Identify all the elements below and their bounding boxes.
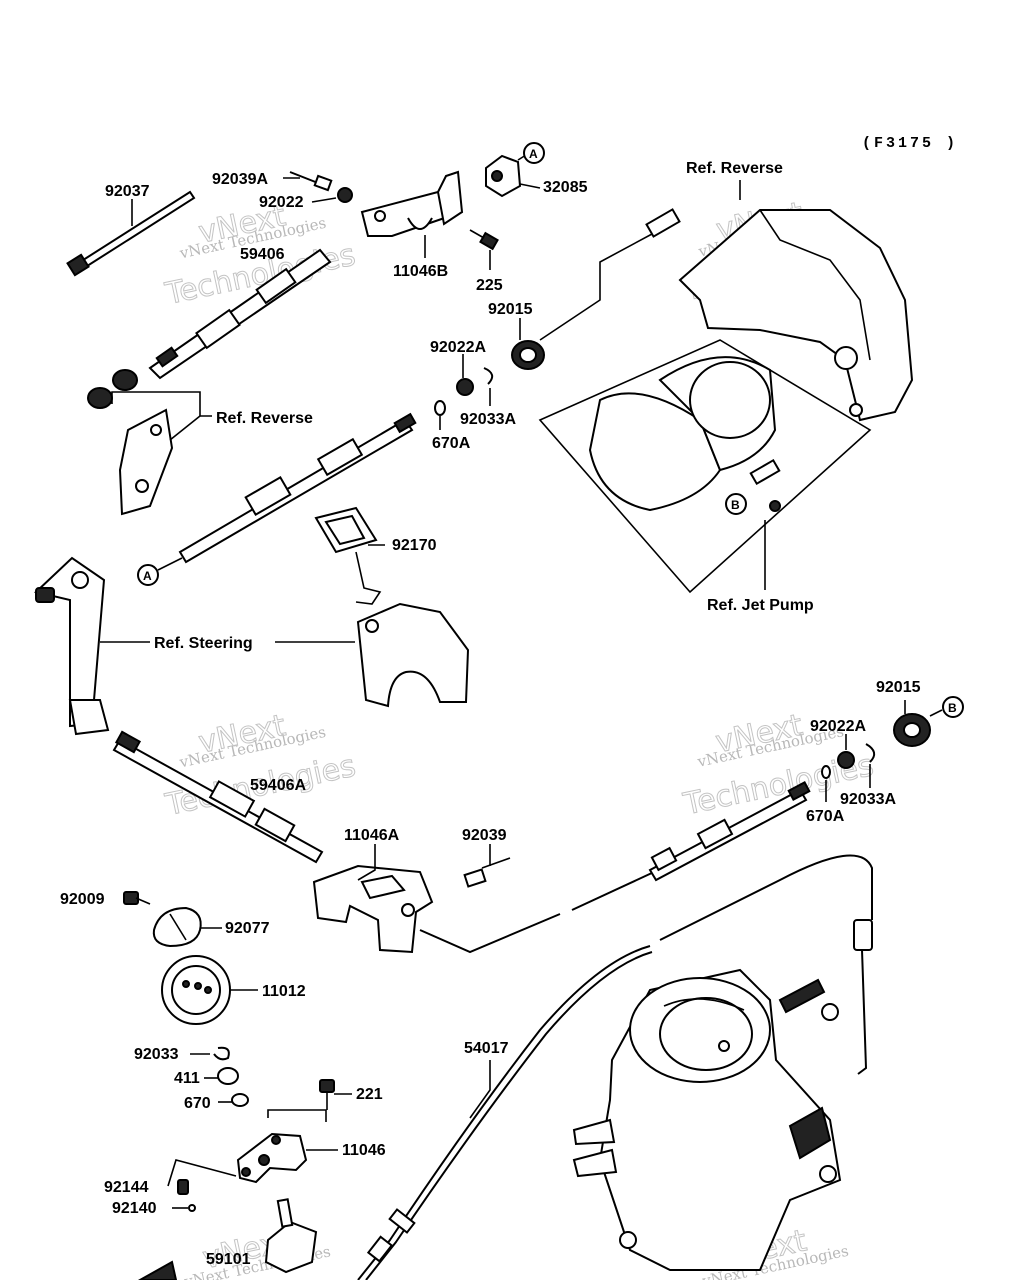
label-92033A-top: 92033A (460, 411, 516, 428)
reverse-pivot-bolt (645, 208, 681, 238)
label-59406A: 59406A (250, 777, 306, 794)
label-92039A: 92039A (212, 171, 268, 188)
svg-text:A: A (143, 569, 152, 583)
bolt-225 (469, 229, 499, 251)
plate-11012 (161, 955, 231, 1025)
label-59406: 59406 (240, 246, 285, 263)
ball-92140 (188, 1204, 196, 1212)
cable-59406 (148, 248, 332, 380)
oring-670A-top (434, 400, 446, 416)
reverse-linkage-left (87, 369, 174, 516)
label-92039: 92039 (462, 827, 507, 844)
diagram-code: (F3175 ) (862, 135, 958, 152)
label-ref-jet-pump: Ref. Jet Pump (707, 597, 814, 614)
leader-92022 (311, 197, 337, 203)
label-92022: 92022 (259, 194, 304, 211)
cable-54017 (357, 945, 653, 1280)
label-411: 411 (174, 1070, 200, 1087)
label-59101: 59101 (206, 1251, 251, 1268)
clip-92033A-mid (865, 743, 876, 763)
clamp-92170 (314, 506, 382, 605)
label-11046B: 11046B (393, 263, 448, 280)
nut-92015-top (511, 340, 545, 370)
pin-92039A (289, 171, 333, 192)
label-225: 225 (476, 277, 503, 294)
cable-upper-a (178, 412, 417, 564)
leader-11046A (357, 844, 376, 881)
label-92033: 92033 (134, 1046, 179, 1063)
label-11046: 11046 (342, 1142, 386, 1159)
switch-59101 (137, 1198, 318, 1280)
leader-ref-reverse-link (539, 233, 653, 341)
steering-arm (33, 556, 110, 736)
label-92015-mid: 92015 (876, 679, 921, 696)
washer-92022 (337, 187, 353, 203)
label-92015-top: 92015 (488, 301, 533, 318)
label-ref-reverse-top: Ref. Reverse (686, 160, 783, 177)
label-92022A-top: 92022A (430, 339, 486, 356)
washer-92022A-top (456, 378, 474, 396)
steering-saddle (356, 602, 470, 708)
jet-pump (538, 339, 872, 594)
leader-ref-reverse-left (111, 391, 212, 417)
screw-92009 (123, 891, 151, 905)
label-92077: 92077 (225, 920, 270, 937)
label-221: 221 (356, 1086, 383, 1103)
bracket-11046A (312, 864, 434, 954)
screw-221 (319, 1079, 335, 1110)
label-92170: 92170 (392, 537, 437, 554)
marker-a-top: A (517, 142, 545, 164)
oring-670 (231, 1093, 249, 1107)
label-670A-top: 670A (432, 435, 471, 452)
label-32085: 32085 (543, 179, 588, 196)
knob-92077 (152, 906, 202, 948)
leader-32085 (519, 183, 541, 189)
label-92022A-mid: 92022A (810, 718, 866, 735)
label-92009: 92009 (60, 891, 105, 908)
svg-text:B: B (731, 498, 740, 512)
label-ref-reverse-left: Ref. Reverse (216, 410, 313, 427)
cable-tie-92037 (66, 190, 196, 277)
spring-92144 (177, 1179, 189, 1195)
carburetor (572, 968, 842, 1271)
washer-411 (217, 1067, 239, 1085)
clip-92033 (213, 1046, 230, 1061)
lever-11046 (236, 1132, 308, 1184)
reverse-bucket (678, 209, 914, 422)
bracket-11046B (360, 170, 464, 237)
label-92140: 92140 (112, 1200, 157, 1217)
label-670: 670 (184, 1095, 211, 1112)
label-92037: 92037 (105, 183, 150, 200)
leader-11046-a (267, 1109, 327, 1122)
watermark-mid-left: vNext Technologies vNext Technologies (161, 708, 359, 824)
label-11046A: 11046A (344, 827, 400, 844)
marker-b-mid: B (929, 696, 964, 718)
clip-92033A-top (483, 367, 494, 385)
label-11012: 11012 (262, 983, 306, 1000)
label-670A-mid: 670A (806, 808, 845, 825)
marker-a-left: A (137, 557, 183, 586)
pin-92039 (463, 857, 511, 888)
marker-b-pump: B (725, 493, 747, 515)
oring-670A-mid (821, 765, 831, 779)
block-32085 (485, 154, 522, 198)
leader-ref-reverse-left-b (169, 415, 201, 441)
cable-59406A (112, 730, 324, 864)
label-92144: 92144 (104, 1179, 149, 1196)
washer-92022A-mid (837, 751, 855, 769)
throttle-cable-long (419, 781, 873, 1075)
svg-text:B: B (948, 701, 957, 715)
leader-54017 (469, 1060, 491, 1119)
label-92033A-mid: 92033A (840, 791, 896, 808)
label-ref-steering: Ref. Steering (154, 635, 253, 652)
label-54017: 54017 (464, 1040, 509, 1057)
svg-text:A: A (529, 147, 538, 161)
leader-92144 (167, 1159, 237, 1187)
nut-92015-mid (893, 713, 931, 747)
